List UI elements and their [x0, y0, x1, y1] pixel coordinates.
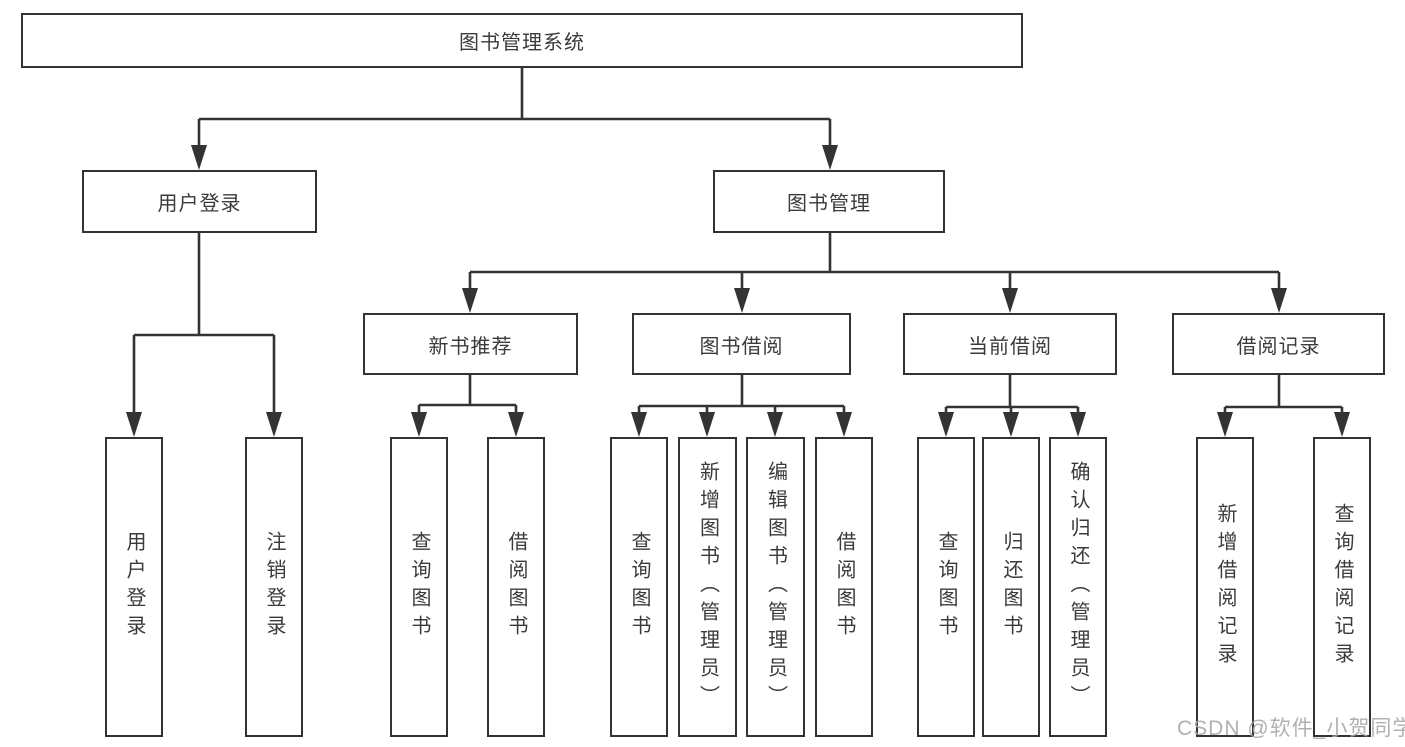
csdn-watermark: CSDN @软件_小贺同学	[1177, 717, 1405, 740]
leaf-edit-books-admin: 编辑图书（管理员）	[746, 437, 805, 737]
node-user-login: 用户登录	[82, 170, 317, 233]
leaf-user-login: 用户登录	[105, 437, 163, 737]
leaf-query-books-current: 查询图书	[917, 437, 975, 737]
node-label: 注销登录	[263, 531, 285, 643]
node-label: 借阅图书	[505, 531, 527, 643]
node-label: 用户登录	[123, 531, 145, 643]
node-label: 查询借阅记录	[1331, 503, 1353, 671]
node-new-book-recommend: 新书推荐	[363, 313, 578, 375]
leaf-add-borrow-record: 新增借阅记录	[1196, 437, 1254, 737]
node-label: 编辑图书（管理员）	[764, 461, 787, 713]
node-root-library-system: 图书管理系统	[21, 13, 1023, 68]
node-current-borrowing: 当前借阅	[903, 313, 1117, 375]
leaf-query-books-borrowing: 查询图书	[610, 437, 668, 737]
node-label: 借阅图书	[833, 531, 855, 643]
node-label: 确认归还（管理员）	[1067, 461, 1089, 713]
node-borrowing-records: 借阅记录	[1172, 313, 1385, 375]
node-label: 图书借阅	[699, 335, 784, 358]
node-label: 当前借阅	[968, 335, 1052, 358]
node-label: 查询图书	[628, 531, 650, 643]
node-label: 新增图书（管理员）	[696, 461, 719, 713]
leaf-query-borrow-record: 查询借阅记录	[1313, 437, 1371, 737]
leaf-borrow-books-recommend: 借阅图书	[487, 437, 545, 737]
leaf-return-books: 归还图书	[982, 437, 1040, 737]
node-book-borrowing: 图书借阅	[632, 313, 851, 375]
node-label: 用户登录	[157, 193, 242, 215]
node-label: 归还图书	[1000, 531, 1022, 643]
node-label: 借阅记录	[1236, 335, 1321, 358]
leaf-query-books-recommend: 查询图书	[390, 437, 448, 737]
node-label: 新书推荐	[428, 335, 513, 358]
node-label: 查询图书	[935, 531, 957, 643]
node-label: 图书管理系统	[459, 32, 585, 54]
leaf-logout: 注销登录	[245, 437, 303, 737]
node-label: 图书管理	[787, 193, 871, 215]
node-book-management: 图书管理	[713, 170, 945, 233]
leaf-add-books-admin: 新增图书（管理员）	[678, 437, 737, 737]
node-label: 查询图书	[408, 531, 430, 643]
leaf-borrow-books: 借阅图书	[815, 437, 873, 737]
node-label: 新增借阅记录	[1214, 503, 1236, 671]
leaf-confirm-return-admin: 确认归还（管理员）	[1049, 437, 1107, 737]
